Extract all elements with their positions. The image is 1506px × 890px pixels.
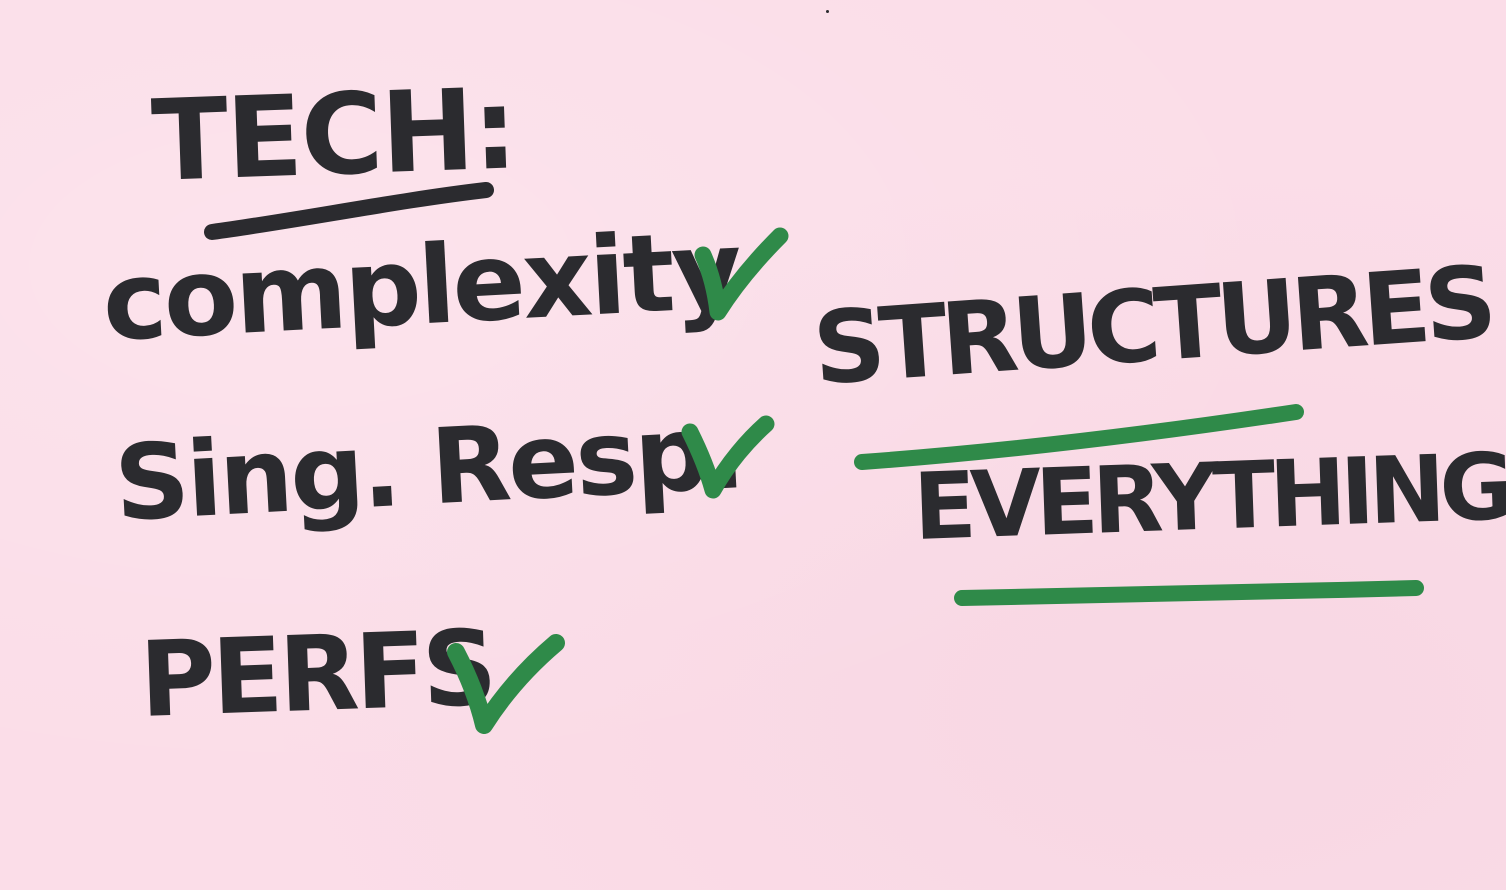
everything-underline	[954, 580, 1424, 606]
note-title: TECH:	[149, 64, 518, 207]
ink-speck	[826, 10, 829, 13]
note-item-perfs: PERFS	[137, 606, 496, 741]
note-item-complexity: complexity	[99, 207, 743, 366]
note-right-line-structures: STRUCTURES	[809, 243, 1495, 408]
note-right-line-everything: EVERYTHING	[911, 433, 1506, 561]
note-item-sing-resp: Sing. Resp.	[111, 390, 746, 545]
